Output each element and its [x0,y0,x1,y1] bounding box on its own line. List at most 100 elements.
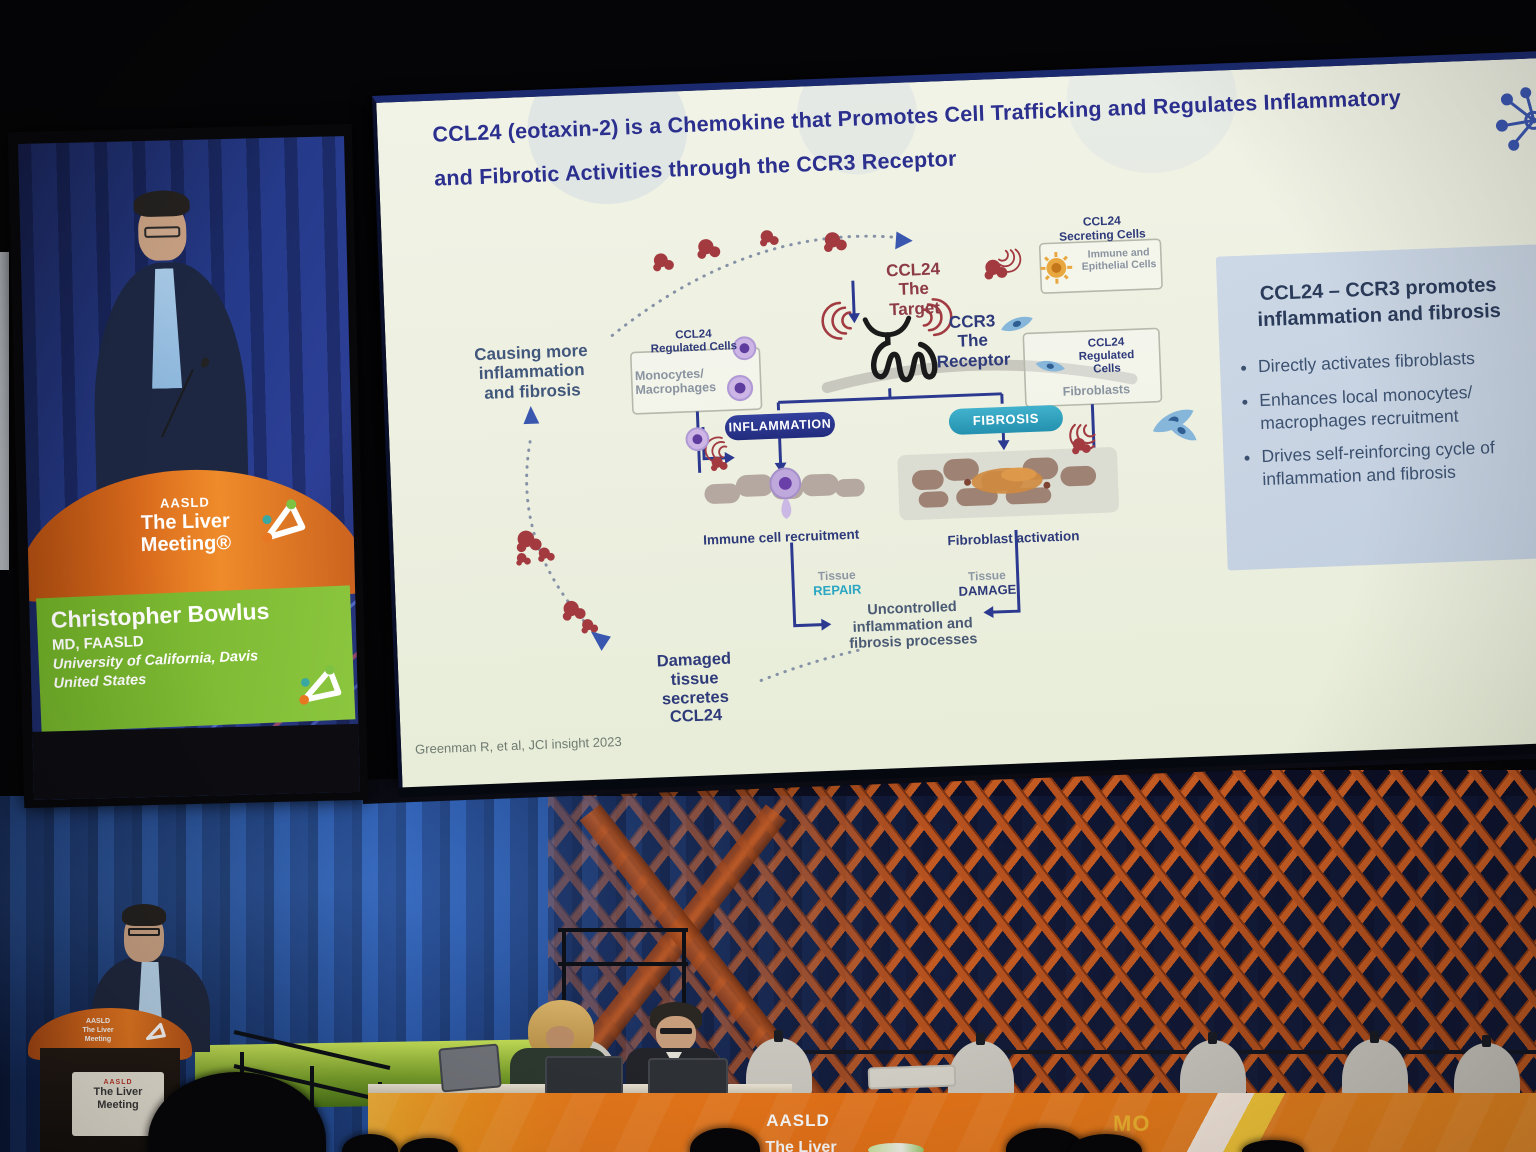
signal-arcs-icon [1063,418,1101,457]
signal-arcs-icon [701,433,730,465]
chair [948,1033,1014,1099]
label-tissue-repair: Tissue REPAIR [812,567,862,599]
takeaway-bullets: Directly activates fibroblasts Enhances … [1238,345,1529,492]
liver-meeting-logo-icon [262,499,306,543]
panel-aasld: AASLD [103,1079,133,1086]
signal-arcs-icon [820,301,853,341]
chair [1180,1032,1246,1098]
chair-row-railing [795,1050,1536,1054]
dotted-arc [759,647,867,682]
slide: CCL24 (eotaxin-2) is a Chemokine that Pr… [376,56,1536,788]
immune-tissue-icon [704,467,865,519]
audience-head [1070,1134,1142,1152]
ccl24-cluster-icon [516,530,542,553]
slide-citation: Greenman R, et al, JCI insight 2023 [414,733,622,757]
banner-liver-meeting: The Liver [765,1139,837,1152]
stage-speaker-hair [122,904,166,926]
projection-screen: CCL24 (eotaxin-2) is a Chemokine that Pr… [372,49,1536,788]
flow-arrow-icon [590,631,611,651]
stage-speaker-glasses [128,928,160,936]
ccl24-cluster-icon [710,456,728,472]
fibrosis-pill: FIBROSIS [948,404,1064,436]
audience-head [1242,1140,1304,1152]
ccl24-cluster-icon [515,552,531,566]
speaker-hair [133,189,190,218]
label-immune-epithelial: Immune and Epithelial Cells [1081,246,1157,273]
monocyte-icon [685,426,710,452]
slide-title: CCL24 (eotaxin-2) is a Chemokine that Pr… [432,75,1415,201]
dotted-arc [525,440,603,641]
panelist-man-glasses [660,1028,692,1034]
ccl24-cluster-icon [823,231,848,253]
ccl24-cluster-icon [1071,437,1091,455]
liver-meeting-wordmark: The Liver [140,509,231,534]
speaker-nameplate: Christopher Bowlus MD, FAASLD University… [36,585,356,733]
panelist-man-face [656,1016,696,1052]
panel-meeting: Meeting [97,1098,139,1111]
panel-liver: The Liver [93,1086,143,1098]
takeaway-bullet: Drives self-reinforcing cycle of inflamm… [1261,435,1529,491]
ccl24-cluster-icon [581,618,599,634]
takeaway-bullet: Enhances local monocytes/ macrophages re… [1259,379,1527,435]
takeaway-box: CCL24 – CCR3 promotes inflammation and f… [1215,244,1536,571]
stage-railing [558,962,688,966]
paper-documents [867,1064,957,1090]
label-immune-recruitment: Immune cell recruitment [702,526,860,548]
liver-meeting-wordmark: Meeting® [140,531,232,557]
label-fibroblast-activation: Fibroblast activation [947,528,1080,549]
video-podium-band: AASLD The Liver Meeting® [18,465,361,603]
inflammation-pill: INFLAMMATION [724,411,836,441]
railing-post [682,928,686,1008]
signal-arcs-icon [993,244,1027,278]
chair [1454,1035,1520,1101]
adjacent-screen-edge [0,252,9,570]
laptop [438,1043,502,1093]
laptop [648,1058,728,1096]
ccl24-cluster-icon [562,600,586,621]
activated-fibroblast-icon [1163,415,1200,446]
banner-logo-icon [868,1143,924,1152]
stage-railing [558,928,688,932]
video-lower-area [32,723,361,800]
flow-arrow-icon [523,405,540,425]
molecule-network-icon [1495,87,1536,151]
fibrotic-tissue-icon [897,447,1119,521]
ccl24-cluster-icon [537,547,555,563]
banner-mo-text: MO [1113,1111,1151,1136]
speaker-video-screen: AASLD The Liver Meeting® Christopher Bow… [7,123,369,809]
audience-head [400,1138,458,1152]
takeaway-title: CCL24 – CCR3 promotes inflammation and f… [1257,273,1502,332]
monocyte-icon [726,374,754,402]
label-fibroblasts: Fibroblasts [1062,382,1131,399]
railing-post [310,1066,314,1112]
podium-front-panel: AASLD The Liver Meeting [72,1072,164,1136]
ccl24-cluster-icon [652,252,675,272]
stage-podium: AASLD The Liver Meeting [40,1048,180,1152]
aasld-logo-text: AASLD The Liver Meeting® [123,494,248,557]
ccl24-cluster-icon [983,259,1008,280]
audience-head [342,1134,398,1152]
flow-arrow-icon [895,231,913,250]
ccl24-cluster-icon [696,238,721,259]
chair [1342,1031,1408,1097]
dotted-arc [610,234,899,337]
laptop [545,1056,623,1096]
panelist-woman-face [546,1026,574,1050]
activated-fibroblast-icon [1149,403,1197,439]
label-monocytes-macrophages: Monocytes/Macrophages [634,366,717,398]
ccl24-cluster-icon [759,229,779,247]
epithelial-cell-icon [1040,252,1073,284]
speaker-glasses [144,226,181,238]
railing-post [562,928,566,1008]
takeaway-bullet: Directly activates fibroblasts [1258,345,1525,378]
